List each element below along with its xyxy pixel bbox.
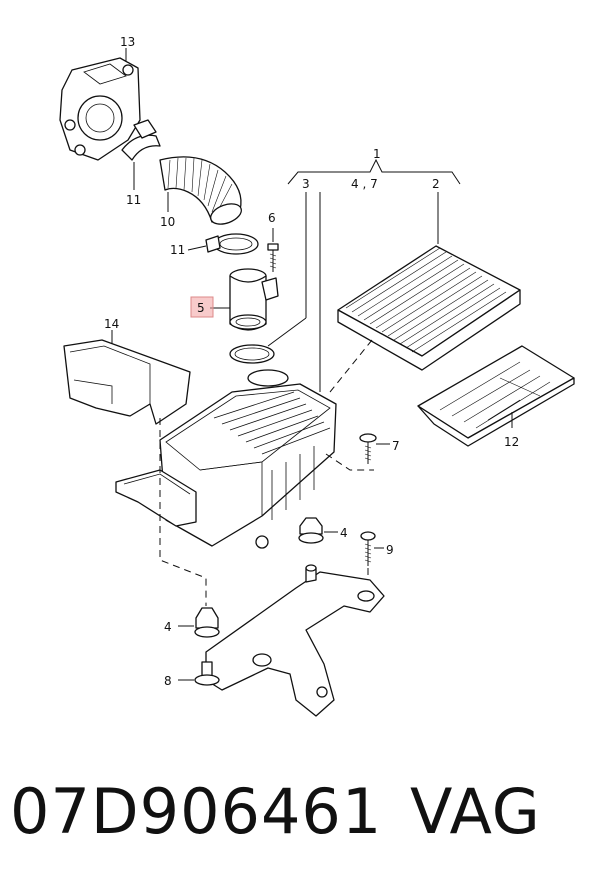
callout-14: 14 — [104, 317, 119, 331]
intake-hose-part — [159, 156, 242, 225]
footer: 07D906461 VAG — [10, 775, 595, 875]
callout-10: 10 — [160, 215, 175, 229]
callout-11-upper: 11 — [126, 193, 141, 207]
callout-1-bracket — [287, 158, 461, 185]
callout-2: 2 — [432, 177, 440, 191]
grommet-4-upper-part — [298, 517, 338, 544]
screw-6-part — [267, 228, 279, 272]
hose-clamp-lower-part — [187, 233, 259, 255]
callout-11-lower: 11 — [170, 243, 185, 257]
callout-4-7: 4 , 7 — [351, 177, 378, 191]
hose-clamp-upper-part — [121, 119, 161, 190]
stud-8-part — [178, 661, 220, 686]
throttle-body-part — [59, 48, 141, 161]
exploded-parts-diagram: 13 11 10 11 6 5 — [59, 35, 575, 717]
callout-5: 5 — [197, 301, 205, 315]
callout-4-lower: 4 — [164, 620, 172, 634]
intake-duct-part — [63, 330, 191, 425]
mounting-bracket-part — [205, 564, 385, 717]
callout-8: 8 — [164, 674, 172, 688]
callout-12: 12 — [504, 435, 519, 449]
callout-13: 13 — [120, 35, 135, 49]
part-number: 07D906461 — [10, 775, 383, 848]
bolt-9-part — [360, 531, 384, 566]
o-ring-part — [229, 344, 275, 364]
callout-7: 7 — [392, 439, 400, 453]
brand-name: VAG — [410, 775, 541, 848]
air-filter-element-part — [337, 245, 521, 371]
grommet-4-lower-part — [178, 607, 220, 638]
callout-3: 3 — [302, 177, 310, 191]
callout-5-highlight — [190, 296, 214, 318]
callout-9: 9 — [386, 543, 394, 557]
screw-7-part — [359, 433, 390, 464]
air-filter-housing-part — [115, 369, 337, 549]
filter-tray-part — [417, 345, 575, 447]
callout-4-upper: 4 — [340, 526, 348, 540]
callout-1: 1 — [373, 147, 381, 161]
air-mass-meter-part — [210, 268, 279, 331]
callout-6: 6 — [268, 211, 276, 225]
